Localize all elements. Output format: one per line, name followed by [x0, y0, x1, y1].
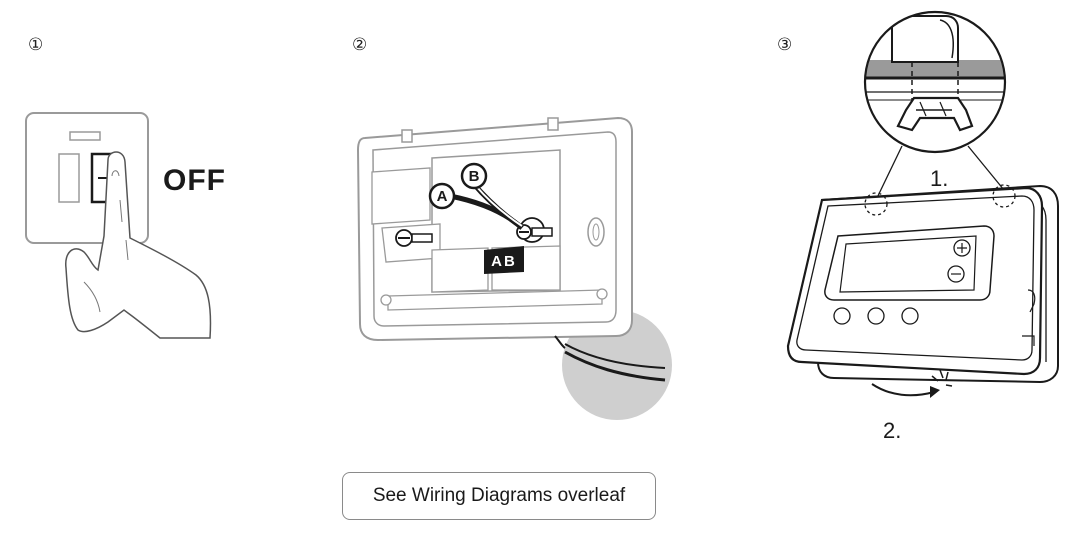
hand-icon: [65, 151, 212, 339]
wire-b: [475, 185, 523, 227]
switch-rocker-left: [58, 153, 80, 203]
step-3-number: ③: [777, 35, 792, 55]
terminal-tag: [484, 246, 524, 274]
step-1-number: ①: [28, 35, 43, 55]
step-1-panel: ① OFF: [25, 35, 226, 339]
terminal-screw-right: [516, 217, 553, 243]
wiring-note-text: See Wiring Diagrams overleaf: [372, 485, 626, 506]
magnifier-ring: [863, 10, 1007, 154]
hook-right: [992, 184, 1016, 208]
off-label: OFF: [163, 164, 226, 197]
step-2-panel: ②: [352, 35, 672, 420]
step-3-panel: ③: [777, 10, 1059, 443]
switch-indicator: [69, 131, 101, 141]
rotate-arrow: [871, 383, 935, 397]
wiring-note: See Wiring Diagrams overleaf: [342, 472, 656, 520]
terminal-a-label: A: [437, 188, 448, 205]
magnified-detail: [865, 12, 1005, 152]
arrow-head-icon: [930, 386, 940, 398]
callout-1-label: 1.: [930, 166, 948, 191]
callout-2-label: 2.: [883, 418, 901, 443]
hook-left: [864, 192, 888, 216]
terminal-b-marker: [460, 162, 488, 190]
terminal-screw-left: [395, 229, 433, 247]
terminal-a-marker: [428, 182, 456, 210]
thermostat-button-1: [833, 307, 851, 325]
wall-cutout: [562, 310, 672, 420]
click-marks-icon: [931, 369, 953, 387]
terminal-tag-label: AB: [491, 253, 517, 270]
thermostat-button-2: [867, 307, 885, 325]
terminal-b-label: B: [469, 168, 480, 185]
step-2-number: ②: [352, 35, 367, 55]
cable: [564, 350, 666, 382]
thermostat-button-3: [901, 307, 919, 325]
